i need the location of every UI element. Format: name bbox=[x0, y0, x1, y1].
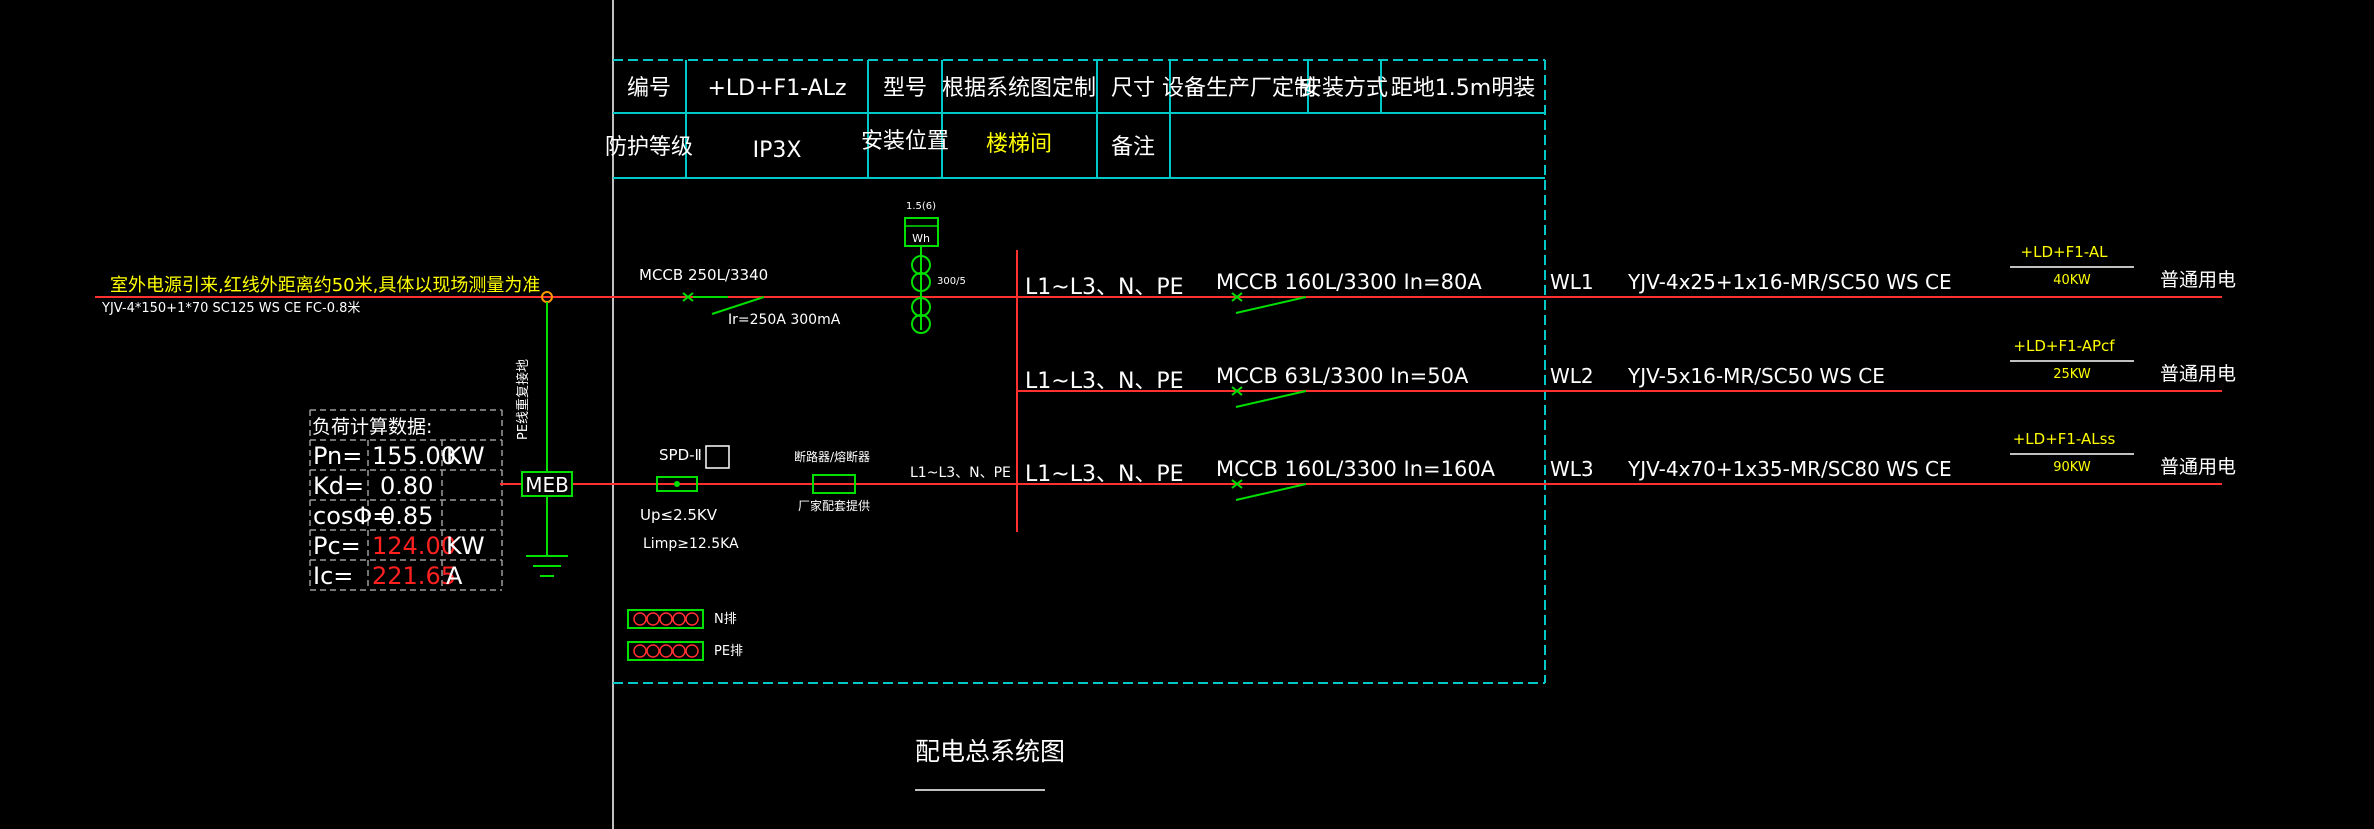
circuit-use: 普通用电 bbox=[2160, 363, 2236, 385]
label-location: 安装位置 bbox=[861, 129, 949, 154]
fuse-symbol bbox=[812, 474, 856, 494]
label-number: 编号 bbox=[627, 76, 671, 101]
panel-label: +LD+F1-ALss bbox=[2013, 430, 2116, 448]
header-table-text: 编号 +LD+F1-ALz 型号 根据系统图定制 尺寸 设备生产厂定制 安装方式… bbox=[605, 76, 1535, 163]
circuit-phase: L1~L3、N、PE bbox=[1025, 369, 1184, 394]
panel-power: 25KW bbox=[2053, 367, 2091, 382]
busbars: N排 PE排 bbox=[627, 609, 743, 661]
value-location: 楼梯间 bbox=[986, 132, 1052, 157]
breaker-symbol bbox=[1231, 479, 1307, 501]
pe-busbar-label: PE排 bbox=[714, 644, 743, 659]
label-install-method: 安装方式 bbox=[1300, 76, 1388, 101]
meb-box bbox=[521, 471, 573, 497]
load-calc-table: 负荷计算数据: Pn= 155.00 KW Kd= 0.80 cosΦ= 0.8… bbox=[309, 409, 503, 591]
incoming-cable-spec: YJV-4*150+1*70 SC125 WS CE FC-0.8米 bbox=[101, 301, 360, 316]
calc-row-name: Kd= bbox=[313, 472, 364, 500]
panel-power: 90KW bbox=[2053, 460, 2091, 475]
value-size: 设备生产厂定制 bbox=[1162, 76, 1316, 101]
energy-meter: 1.5(6) Wh 300/5 bbox=[904, 201, 966, 334]
breaker-symbol bbox=[1231, 292, 1307, 314]
circuit-phase: L1~L3、N、PE bbox=[1025, 275, 1184, 300]
calc-row-name: cosΦ= bbox=[313, 502, 392, 530]
incoming-breaker-label: MCCB 250L/3340 bbox=[639, 266, 768, 284]
ct-coil-icon bbox=[911, 272, 931, 292]
spd-indicator-box bbox=[705, 445, 730, 469]
incoming-source-note: 室外电源引来,红线外距离约50米,具体以现场测量为准 bbox=[110, 275, 540, 296]
value-install-method: 距地1.5m明装 bbox=[1391, 76, 1535, 101]
circuit-use: 普通用电 bbox=[2160, 269, 2236, 291]
diagram-title: 配电总系统图 bbox=[915, 737, 1065, 766]
label-size: 尺寸 bbox=[1111, 76, 1155, 101]
calc-row-name: Ic= bbox=[313, 562, 353, 590]
panel-power: 40KW bbox=[2053, 273, 2091, 288]
calc-row-value: 0.80 bbox=[380, 472, 433, 500]
value-protection: IP3X bbox=[753, 138, 802, 163]
spd-symbol-dot bbox=[674, 481, 680, 487]
meter-label: Wh bbox=[912, 232, 930, 245]
ct-label: 300/5 bbox=[937, 276, 966, 287]
meb-label: MEB bbox=[525, 473, 569, 497]
spd-branch: MEB SPD-Ⅱ Up≤2.5KV Limp≥12.5KA 断路器/熔断器 厂… bbox=[500, 445, 1017, 552]
ct-coil-icon bbox=[911, 314, 931, 334]
calc-row-unit: A bbox=[446, 562, 463, 590]
fuse-note: 厂家配套提供 bbox=[798, 498, 870, 513]
label-model: 型号 bbox=[883, 76, 927, 101]
circuit-id: WL1 bbox=[1550, 270, 1594, 294]
calc-row-name: Pn= bbox=[313, 442, 362, 470]
panel-label: +LD+F1-APcf bbox=[2013, 337, 2115, 355]
n-busbar-terminals bbox=[633, 612, 699, 626]
circuit-wl2: L1~L3、N、PE MCCB 63L/3300 In=50A WL2 YJV-… bbox=[1017, 337, 2236, 408]
calc-title: 负荷计算数据: bbox=[312, 416, 432, 438]
calc-row-value: 221.65 bbox=[372, 562, 456, 590]
calc-row-value: 124.00 bbox=[372, 532, 456, 560]
pe-busbar-terminals bbox=[633, 644, 699, 658]
n-busbar bbox=[627, 609, 704, 629]
fuse-label: 断路器/熔断器 bbox=[794, 449, 870, 464]
value-model: 根据系统图定制 bbox=[942, 76, 1096, 101]
calc-row-name: Pc= bbox=[313, 532, 361, 560]
calc-row-value: 0.85 bbox=[380, 502, 433, 530]
meter-ratio: 1.5(6) bbox=[906, 201, 936, 212]
incoming-feeder: 室外电源引来,红线外距离约50米,具体以现场测量为准 YJV-4*150+1*7… bbox=[95, 201, 1017, 577]
spd-symbol bbox=[656, 476, 698, 492]
spd-limp: Limp≥12.5KA bbox=[643, 536, 739, 552]
label-protection: 防护等级 bbox=[605, 135, 693, 160]
label-notes: 备注 bbox=[1111, 135, 1155, 160]
circuit-wl1: L1~L3、N、PE MCCB 160L/3300 In=80A WL1 YJV… bbox=[1017, 243, 2236, 314]
spd-label: SPD-Ⅱ bbox=[659, 446, 702, 464]
header-table bbox=[613, 59, 1546, 684]
circuit-wl3: L1~L3、N、PE MCCB 160L/3300 In=160A WL3 YJ… bbox=[1017, 430, 2236, 501]
spd-line-label: L1~L3、N、PE bbox=[910, 465, 1011, 481]
n-busbar-label: N排 bbox=[714, 612, 737, 627]
circuit-breaker: MCCB 160L/3300 In=80A bbox=[1216, 270, 1482, 294]
calc-row-unit: KW bbox=[446, 532, 485, 560]
calc-row-unit: KW bbox=[446, 442, 485, 470]
circuit-id: WL3 bbox=[1550, 457, 1594, 481]
circuit-id: WL2 bbox=[1550, 364, 1594, 388]
breaker-symbol bbox=[1231, 386, 1307, 408]
panel-label: +LD+F1-AL bbox=[2021, 243, 2109, 261]
pe-busbar bbox=[627, 641, 704, 661]
circuit-cable: YJV-4x25+1x16-MR/SC50 WS CE bbox=[1627, 270, 1952, 294]
incoming-breaker-symbol bbox=[682, 292, 765, 315]
pe-label: PE线重复接地 bbox=[515, 359, 531, 440]
circuit-cable: YJV-5x16-MR/SC50 WS CE bbox=[1627, 364, 1885, 388]
incoming-breaker-setting: Ir=250A 300mA bbox=[728, 312, 841, 328]
circuit-phase: L1~L3、N、PE bbox=[1025, 462, 1184, 487]
circuit-breaker: MCCB 63L/3300 In=50A bbox=[1216, 364, 1469, 388]
spd-up: Up≤2.5KV bbox=[640, 506, 718, 524]
circuit-use: 普通用电 bbox=[2160, 456, 2236, 478]
value-number: +LD+F1-ALz bbox=[707, 76, 846, 101]
circuit-cable: YJV-4x70+1x35-MR/SC80 WS CE bbox=[1627, 457, 1952, 481]
circuit-breaker: MCCB 160L/3300 In=160A bbox=[1216, 457, 1496, 481]
calc-row-value: 155.00 bbox=[372, 442, 456, 470]
